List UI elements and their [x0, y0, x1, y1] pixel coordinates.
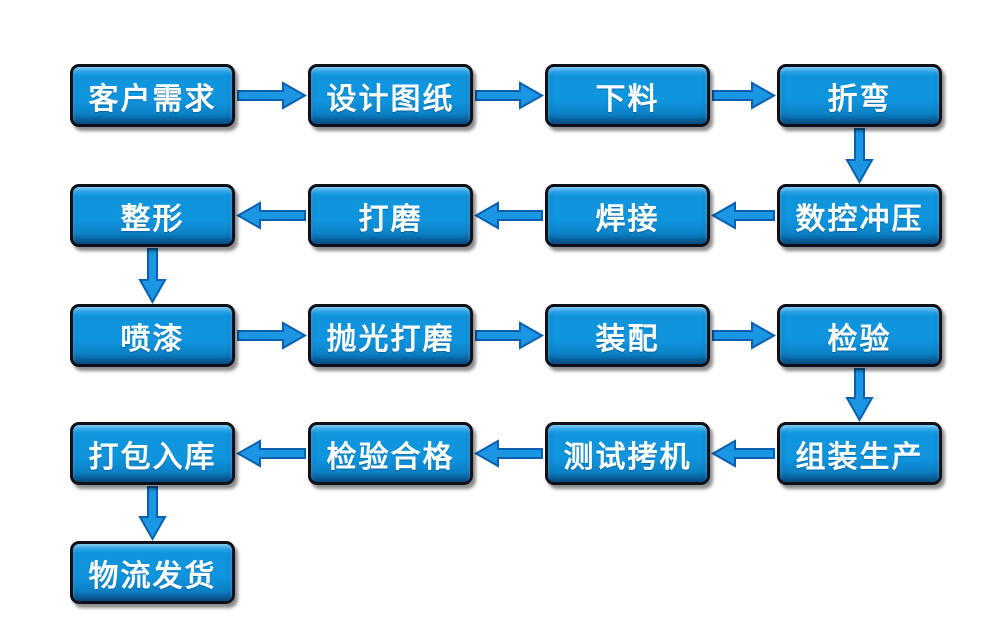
flow-node-burn-in-testing: 测试拷机 — [545, 422, 710, 485]
flow-node-inspection-passed: 检验合格 — [308, 422, 473, 485]
flow-arrow-burn-in-testing-to-inspection-passed — [473, 439, 543, 468]
flow-arrow-cutting-to-bending — [712, 81, 777, 110]
flow-node-inspection: 检验 — [777, 304, 942, 367]
flow-node-packing-warehousing: 打包入库 — [70, 422, 235, 485]
flow-arrow-packing-warehousing-to-logistics-shipping — [138, 486, 167, 542]
flow-arrow-assembly-to-inspection — [712, 321, 777, 350]
flow-arrow-inspection-to-assembly-production — [845, 368, 874, 423]
flow-node-assembly-production: 组装生产 — [777, 422, 942, 485]
flow-arrow-design-drawings-to-cutting — [475, 81, 545, 110]
flow-node-shaping: 整形 — [70, 184, 235, 247]
flow-arrow-bending-to-cnc-stamping — [845, 128, 874, 185]
flow-arrow-assembly-production-to-burn-in-testing — [710, 439, 775, 468]
flow-node-design-drawings: 设计图纸 — [308, 64, 473, 127]
flow-arrow-spray-painting-to-polish-grinding — [237, 321, 308, 350]
flow-node-assembly: 装配 — [545, 304, 710, 367]
flow-node-customer-requirements: 客户需求 — [70, 64, 235, 127]
flow-arrow-welding-to-grinding — [473, 201, 543, 230]
flow-node-spray-painting: 喷漆 — [70, 304, 235, 367]
flow-node-logistics-shipping: 物流发货 — [70, 541, 235, 604]
flow-node-polish-grinding: 抛光打磨 — [308, 304, 473, 367]
flow-arrow-polish-grinding-to-assembly — [475, 321, 545, 350]
flow-node-welding: 焊接 — [545, 184, 710, 247]
flow-node-bending: 折弯 — [777, 64, 942, 127]
flow-node-cutting: 下料 — [545, 64, 710, 127]
flow-arrow-inspection-passed-to-packing-warehousing — [235, 439, 306, 468]
flow-arrow-cnc-stamping-to-welding — [710, 201, 775, 230]
flow-arrow-grinding-to-shaping — [235, 201, 306, 230]
flow-node-grinding: 打磨 — [308, 184, 473, 247]
flow-node-cnc-stamping: 数控冲压 — [777, 184, 942, 247]
flow-arrow-customer-requirements-to-design-drawings — [237, 81, 308, 110]
flow-arrow-shaping-to-spray-painting — [138, 248, 167, 305]
